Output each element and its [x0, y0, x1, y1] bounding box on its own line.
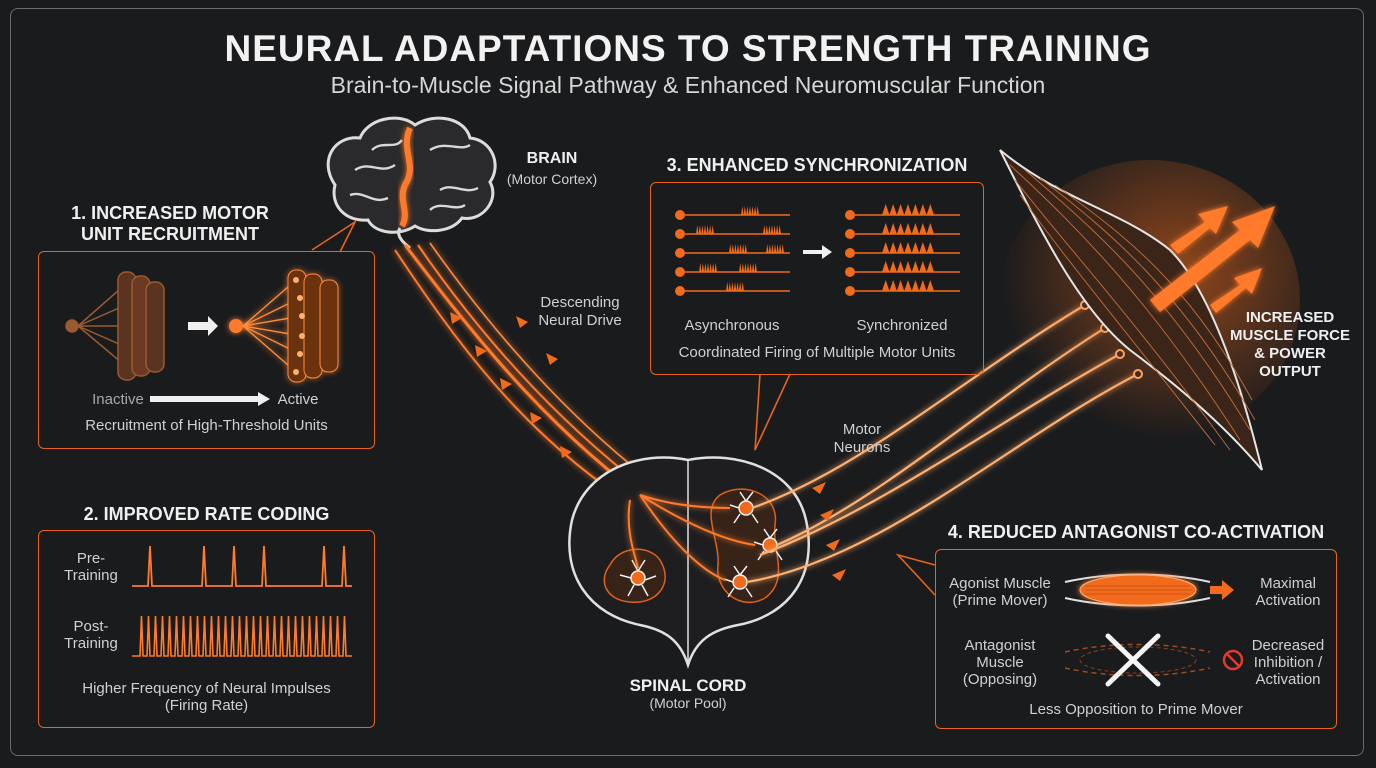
post-label-1: Post- [73, 618, 109, 635]
active-label: Active [277, 391, 319, 408]
antagonist-label-1: Antagonist [964, 637, 1036, 654]
asynchronous-firing [675, 206, 790, 296]
panel-antagonist [935, 549, 1337, 729]
panel3-caption: Coordinated Firing of Multiple Motor Uni… [678, 344, 956, 361]
panel3-arrow [803, 245, 832, 259]
inactive-label: Inactive [92, 391, 144, 408]
pre-label-1: Pre- [76, 550, 106, 567]
panel1-arrow [188, 316, 218, 336]
pre-label-2: Training [64, 567, 118, 584]
output-label-3: & POWER [1254, 345, 1326, 362]
decreased-label-1: Decreased [1251, 637, 1325, 654]
motor-neurons-label-2: Neurons [833, 439, 891, 456]
output-label-1: INCREASED [1245, 309, 1335, 326]
spinal-cord-sublabel: (Motor Pool) [649, 695, 727, 711]
motor-unit-dot [845, 229, 855, 239]
motor-neurons-label-1: Motor [842, 421, 882, 438]
async-label: Asynchronous [684, 317, 780, 334]
spinal-cord-icon [568, 456, 811, 670]
motor-unit-dot [675, 286, 685, 296]
post-training-spikes [132, 615, 352, 657]
panel4-pointer [895, 553, 936, 596]
panel3-pointer [754, 373, 791, 451]
panel4-title: 4. REDUCED ANTAGONIST CO-ACTIVATION [947, 522, 1325, 542]
page-subtitle: Brain-to-Muscle Signal Pathway & Enhance… [330, 72, 1046, 98]
descending-label-1: Descending [540, 294, 620, 311]
pathway-to-neurons [627, 494, 756, 581]
antagonist-muscle-icon [1064, 643, 1211, 677]
panel1-title-2: UNIT RECRUITMENT [81, 224, 259, 244]
panel1-caption: Recruitment of High-Threshold Units [85, 417, 328, 434]
force-arrows [1150, 206, 1275, 313]
maximal-label-1: Maximal [1260, 575, 1316, 592]
motor-unit-dot [845, 267, 855, 277]
maximal-label-2: Activation [1255, 592, 1321, 609]
synchronized-firing [845, 204, 960, 296]
panel-recruitment [38, 251, 375, 449]
motor-unit-dot [675, 267, 685, 277]
firing-burst [882, 261, 934, 272]
firing-burst [882, 280, 934, 291]
panel2-title: 2. IMPROVED RATE CODING [83, 504, 330, 524]
firing-burst [729, 244, 747, 253]
panel3-title: 3. ENHANCED SYNCHRONIZATION [666, 155, 968, 175]
descending-pathway [394, 242, 661, 501]
agonist-label-2: (Prime Mover) [952, 592, 1048, 609]
agonist-muscle-icon [1064, 573, 1211, 607]
firing-burst [726, 282, 744, 291]
panel1-pointer [311, 219, 358, 253]
descending-label-2: Neural Drive [538, 312, 622, 329]
firing-burst [739, 263, 757, 272]
agonist-label-1: Agonist Muscle [949, 575, 1051, 592]
motor-unit-dot [675, 248, 685, 258]
diagram-frame [10, 8, 1364, 756]
motor-unit-dot [845, 248, 855, 258]
decreased-label-3: Activation [1255, 671, 1321, 688]
panel1-active-unit [229, 269, 339, 383]
maximal-arrow [1210, 580, 1234, 600]
panel4-caption: Less Opposition to Prime Mover [1029, 701, 1243, 718]
firing-burst [882, 242, 934, 253]
antagonist-label-3: (Opposing) [962, 671, 1038, 688]
motor-unit-dot [675, 210, 685, 220]
panel1-inactive-unit [65, 271, 165, 381]
panel2-caption-2: (Firing Rate) [164, 697, 249, 714]
firing-burst [699, 263, 717, 272]
firing-burst [766, 244, 784, 253]
brain-icon [326, 116, 497, 250]
descending-arrows [450, 312, 572, 458]
firing-burst [741, 206, 759, 215]
neuron-arrows [812, 482, 846, 581]
motor-unit-dot [845, 286, 855, 296]
cross-icon [1105, 633, 1161, 687]
panel2-caption-1: Higher Frequency of Neural Impulses [82, 680, 331, 697]
panel-synchronization [650, 182, 984, 375]
page-title: NEURAL ADAPTATIONS TO STRENGTH TRAINING [224, 28, 1152, 69]
firing-burst [696, 225, 714, 234]
no-symbol-icon [1222, 649, 1244, 671]
antagonist-label-2: Muscle [976, 654, 1024, 671]
brain-sublabel: (Motor Cortex) [506, 171, 598, 187]
panel-rate-coding [38, 530, 375, 728]
motor-unit-dot [675, 229, 685, 239]
output-label-2: MUSCLE FORCE [1230, 327, 1350, 344]
panel1-title-1: 1. INCREASED MOTOR [71, 203, 269, 223]
spinal-cord-label: SPINAL CORD [629, 676, 747, 695]
output-label-4: OUTPUT [1259, 363, 1321, 380]
firing-burst [763, 225, 781, 234]
motor-unit-dot [845, 210, 855, 220]
firing-burst [882, 223, 934, 234]
brain-label: BRAIN [526, 150, 578, 167]
firing-burst [882, 204, 934, 215]
sync-label: Synchronized [856, 317, 948, 334]
decreased-label-2: Inhibition / [1253, 654, 1323, 671]
post-label-2: Training [64, 635, 118, 652]
pre-training-spikes [132, 545, 352, 587]
panel1-gradient-arrow [150, 392, 270, 406]
